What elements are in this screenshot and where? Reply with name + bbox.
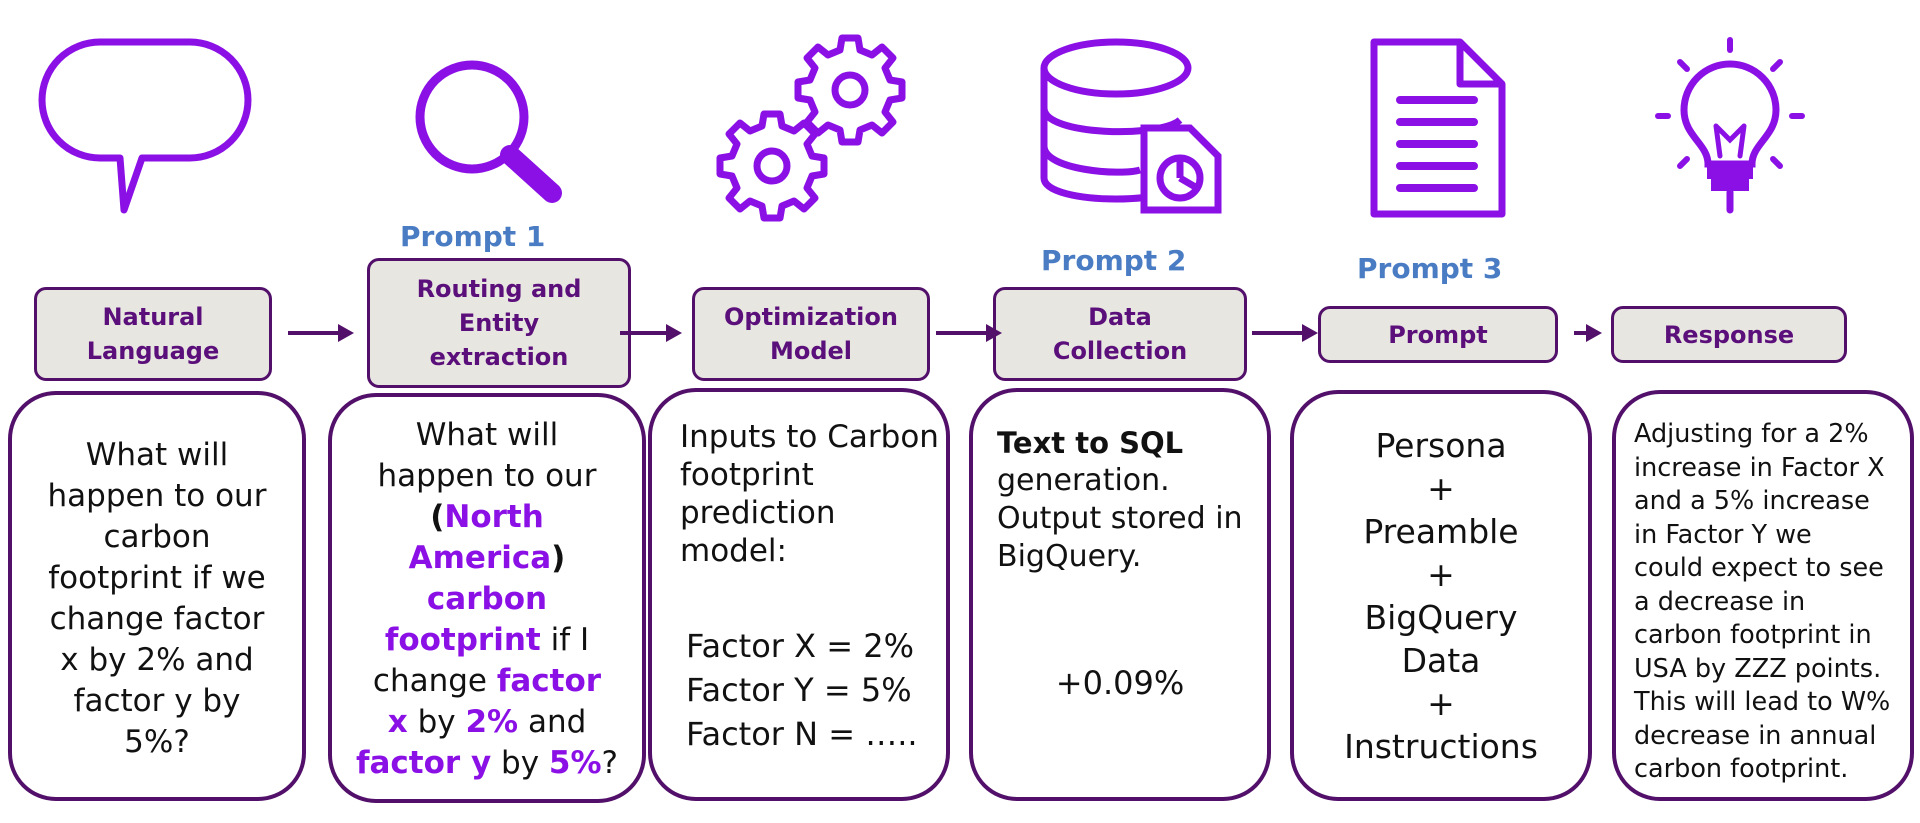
dc-line: BigQuery. — [997, 539, 1142, 574]
stage-optimization: Optimization Model — [692, 287, 930, 381]
nl-line: 5%? — [124, 724, 190, 760]
routing-line: America) — [408, 540, 566, 576]
opt-intro-line: prediction — [680, 495, 836, 531]
document-icon — [1370, 38, 1510, 218]
card-response: Adjusting for a 2% increase in Factor X … — [1612, 390, 1914, 801]
entity-factor-x: factor — [496, 663, 602, 699]
dc-line: generation. — [997, 463, 1170, 498]
stage-routing: Routing and Entity extraction — [367, 258, 631, 388]
arrow-1 — [286, 322, 356, 349]
opt-intro-line: Inputs to Carbon — [680, 419, 939, 455]
prompt-plus: + — [1427, 555, 1455, 594]
entity-region: North — [444, 499, 544, 535]
prompt-plus: + — [1427, 469, 1455, 508]
speech-bubble-icon — [38, 38, 260, 218]
stage-optimization-label: Optimization Model — [724, 303, 898, 365]
response-line: could expect to see — [1634, 553, 1884, 583]
stage-routing-label: Routing and Entity extraction — [416, 275, 582, 371]
routing-line: factor y by 5%? — [355, 745, 619, 781]
arrow-2 — [618, 322, 684, 349]
stage-natural-language: Natural Language — [34, 287, 272, 381]
response-line: in Factor Y we — [1634, 519, 1812, 550]
response-line: increase in Factor X — [1634, 452, 1885, 483]
dc-line: Output stored in — [997, 501, 1243, 536]
routing-line: change factor — [372, 663, 602, 699]
response-line: Adjusting for a 2% — [1634, 419, 1869, 449]
card-data-collection: Text to SQL generation. Output stored in… — [969, 388, 1271, 801]
card-prompt: Persona + Preamble + BigQuery Data + Ins… — [1290, 390, 1592, 801]
nl-line: factor y by — [73, 683, 241, 719]
prompt-part: Instructions — [1344, 727, 1538, 766]
response-line: carbon footprint. — [1634, 754, 1849, 784]
nl-line: x by 2% and — [60, 642, 254, 678]
prompt-plus: + — [1427, 684, 1455, 723]
routing-line: footprint if I — [384, 622, 590, 658]
factor-n-value: Factor N = ….. — [686, 715, 918, 753]
arrow-4 — [1250, 322, 1320, 349]
prompt-part: BigQuery — [1364, 598, 1518, 637]
nl-line: What will — [85, 437, 229, 473]
arrow-3 — [934, 322, 1004, 349]
card-natural-language: What will happen to our carbon footprint… — [8, 391, 306, 801]
factor-x-value: Factor X = 2% — [686, 627, 914, 665]
sql-heading: Text to SQL — [997, 426, 1184, 460]
nl-line: happen to our — [47, 478, 267, 514]
arrow-5 — [1572, 322, 1604, 349]
lightbulb-icon — [1650, 36, 1810, 216]
stage-natural-language-label: Natural Language — [86, 303, 220, 365]
database-chart-icon — [1040, 38, 1230, 218]
prompt-part: Preamble — [1363, 512, 1519, 551]
routing-line: carbon — [332, 579, 642, 620]
response-line: This will lead to W% — [1634, 687, 1891, 717]
prompt-2-label: Prompt 2 — [1041, 244, 1187, 277]
stage-prompt: Prompt — [1318, 306, 1558, 363]
factor-y-value: Factor Y = 5% — [686, 671, 912, 709]
entity-metric: carbon — [426, 581, 548, 617]
stage-response: Response — [1611, 306, 1847, 363]
card-optimization: Inputs to Carbon footprint prediction mo… — [648, 388, 950, 801]
nl-line: carbon — [103, 519, 211, 555]
prompt-1-label: Prompt 1 — [400, 220, 546, 253]
prompt-part: Data — [1401, 641, 1481, 680]
response-line: a decrease in — [1634, 586, 1806, 617]
query-result-value: +0.09% — [1055, 664, 1185, 702]
gears-icon — [716, 34, 910, 222]
opt-intro-line: footprint — [680, 457, 814, 493]
nl-line: change factor — [49, 601, 265, 637]
magnifier-icon — [410, 55, 570, 205]
entity-factor-y: factor y — [355, 745, 492, 781]
routing-line: What will — [415, 417, 559, 453]
prompt-3-label: Prompt 3 — [1357, 252, 1503, 285]
card-routing: What will happen to our (North America) … — [328, 393, 646, 803]
response-line: USA by ZZZ points. — [1634, 653, 1882, 684]
response-line: carbon footprint in — [1634, 620, 1872, 650]
routing-line: x by 2% and — [387, 704, 587, 740]
stage-prompt-label: Prompt — [1388, 320, 1488, 349]
routing-line: (North — [430, 499, 544, 535]
nl-line: footprint if we — [48, 560, 266, 596]
stage-data-collection-label: Data Collection — [1052, 303, 1188, 365]
prompt-part: Persona — [1375, 426, 1507, 465]
stage-data-collection: Data Collection — [993, 287, 1247, 381]
stage-response-label: Response — [1663, 320, 1795, 349]
response-line: and a 5% increase — [1634, 486, 1870, 516]
response-line: decrease in annual — [1634, 720, 1877, 751]
routing-line: happen to our — [377, 458, 597, 494]
opt-intro-line: model: — [680, 533, 787, 569]
